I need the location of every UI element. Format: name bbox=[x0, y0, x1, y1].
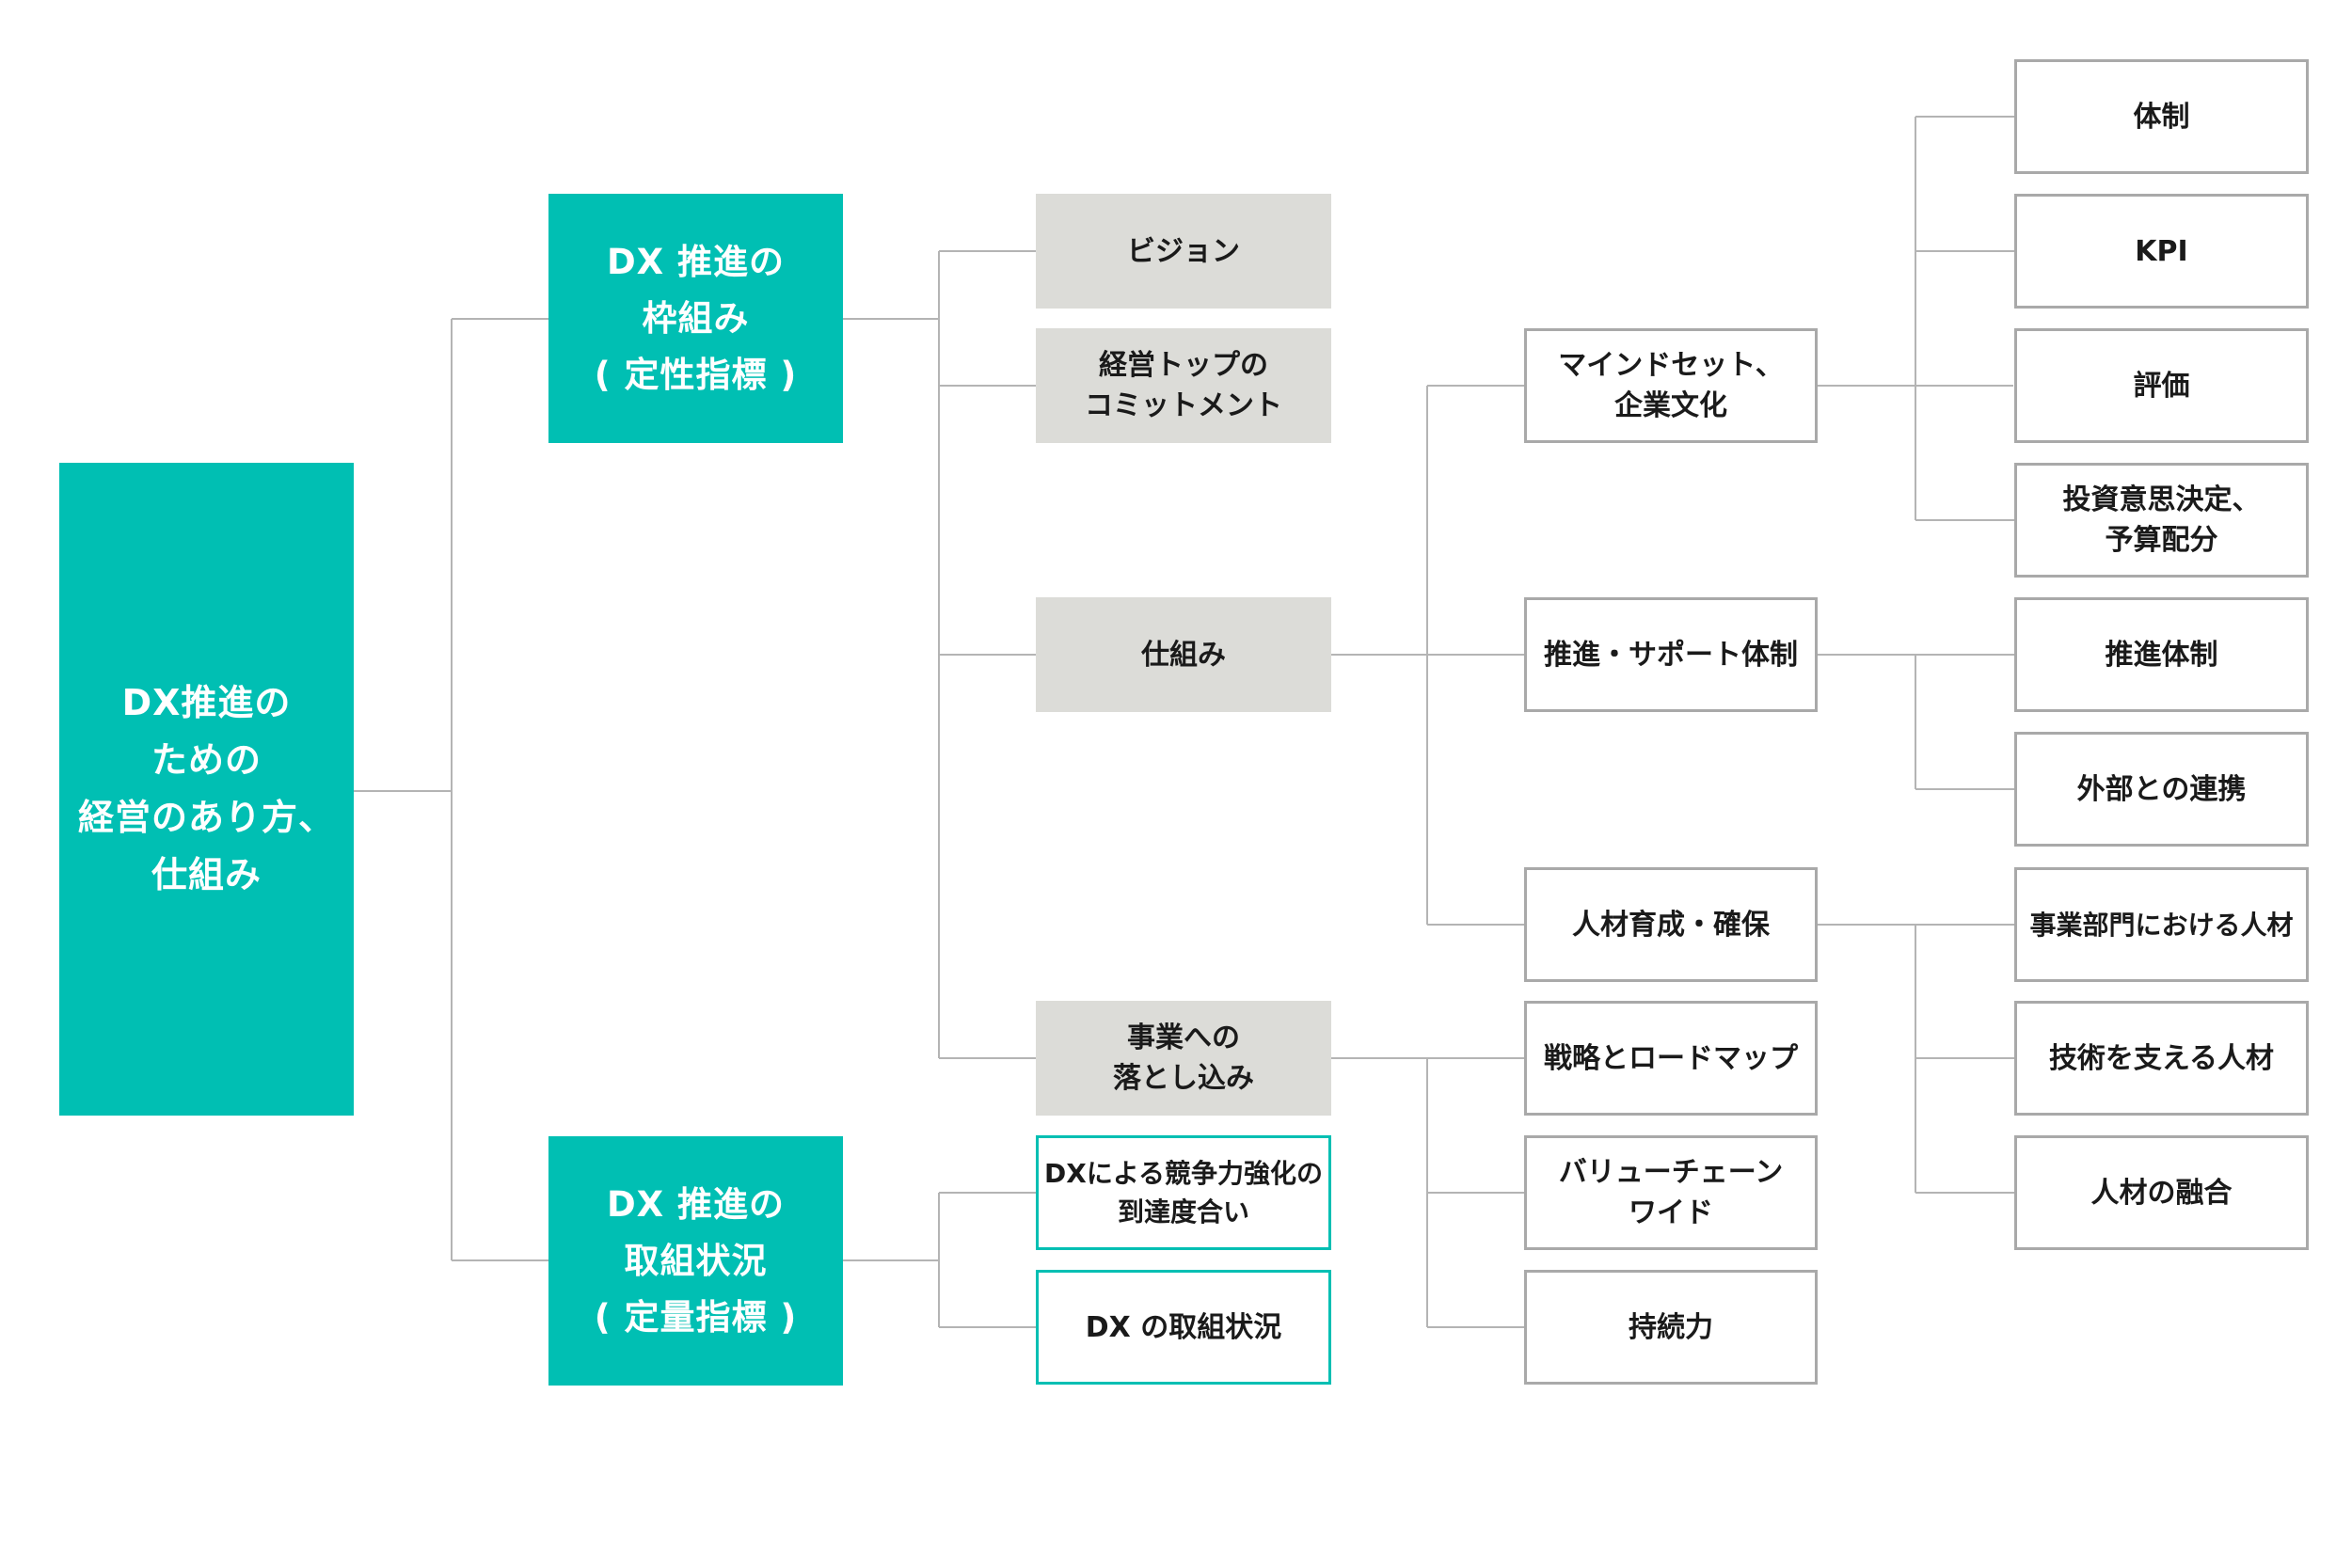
kpi-node: KPI bbox=[2014, 194, 2309, 309]
business-talent-node: 事業部門における人材 bbox=[2014, 867, 2309, 982]
connector-framework bbox=[843, 250, 1036, 1059]
connector-mindset bbox=[1818, 116, 2014, 521]
dx-status-node: DX の取組状況 bbox=[1036, 1270, 1331, 1385]
sustainability-node: 持続力 bbox=[1524, 1270, 1818, 1385]
promotion-system-node: 推進体制 bbox=[2014, 597, 2309, 712]
tech-talent-node: 技術を支える人材 bbox=[2014, 1001, 2309, 1116]
promotion-support-node: 推進・サポート体制 bbox=[1524, 597, 1818, 712]
status-node: DX 推進の 取組状況 ( 定量指標 ) bbox=[548, 1136, 843, 1386]
top-commitment-node: 経営トップの コミットメント bbox=[1036, 328, 1331, 443]
root-node: DX推進の ための 経営のあり方、 仕組み bbox=[59, 463, 354, 1116]
mindset-node: マインドセット、 企業文化 bbox=[1524, 328, 1818, 443]
talent-fusion-node: 人材の融合 bbox=[2014, 1135, 2309, 1250]
connector-status bbox=[843, 1192, 1036, 1328]
vision-node: ビジョン bbox=[1036, 194, 1331, 309]
external-partnership-node: 外部との連携 bbox=[2014, 732, 2309, 847]
connector-mechanism bbox=[1331, 385, 1524, 926]
connector-talent bbox=[1818, 924, 2014, 1194]
value-chain-node: バリューチェーン ワイド bbox=[1524, 1135, 1818, 1250]
competitiveness-node: DXによる競争力強化の 到達度合い bbox=[1036, 1135, 1331, 1250]
evaluation-node: 評価 bbox=[2014, 328, 2309, 443]
system-node: 体制 bbox=[2014, 59, 2309, 174]
connector-promotion bbox=[1818, 654, 2014, 790]
talent-node: 人材育成・確保 bbox=[1524, 867, 1818, 982]
business-integration-node: 事業への 落とし込み bbox=[1036, 1001, 1331, 1116]
mechanism-node: 仕組み bbox=[1036, 597, 1331, 712]
strategy-roadmap-node: 戦略とロードマップ bbox=[1524, 1001, 1818, 1116]
investment-node: 投資意思決定、 予算配分 bbox=[2014, 463, 2309, 578]
framework-node: DX 推進の 枠組み ( 定性指標 ) bbox=[548, 194, 843, 443]
connector-root bbox=[354, 318, 548, 1261]
connector-business bbox=[1331, 1057, 1524, 1328]
